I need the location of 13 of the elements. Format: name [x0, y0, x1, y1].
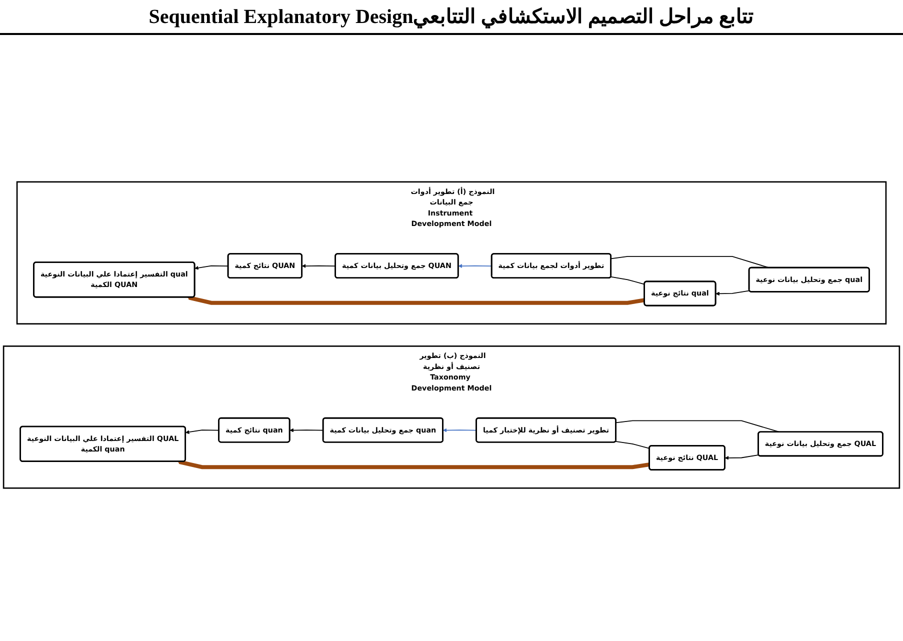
- connector: [615, 440, 650, 449]
- arrow: [724, 454, 760, 460]
- arrow: [458, 264, 492, 268]
- arrow: [442, 428, 477, 432]
- arrow: [716, 290, 750, 296]
- arrow: [177, 460, 650, 470]
- arrow: [302, 264, 336, 268]
- arrow: [185, 430, 220, 434]
- connector: [610, 276, 645, 285]
- arrow: [187, 296, 645, 305]
- diagram-title: تتابع مراحل التصميم الاستكشافي التتابعيSequential Explanatory Design: [0, 0, 903, 35]
- arrow: [290, 428, 324, 432]
- arrow: [194, 265, 229, 270]
